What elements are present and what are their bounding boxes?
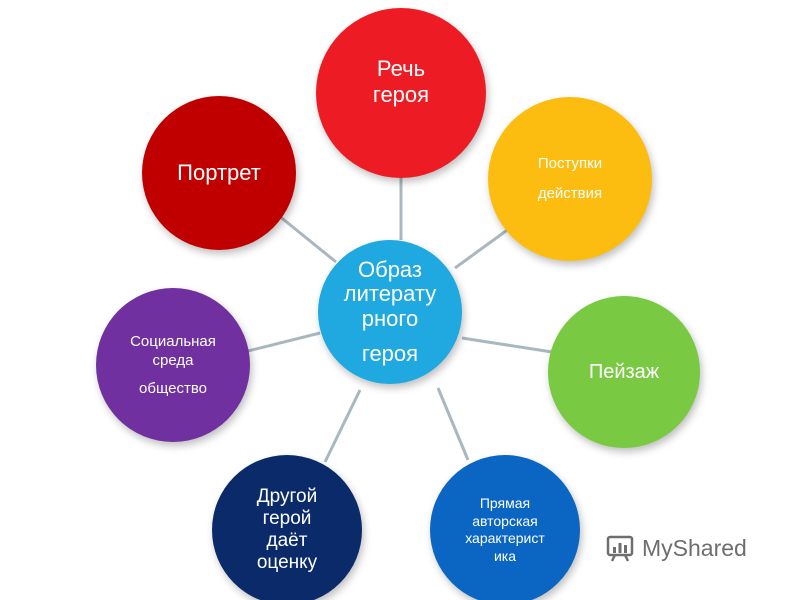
node-portrait-line: Портрет — [177, 159, 261, 185]
node-actions-line: действия — [537, 185, 603, 202]
node-social-environment: Социальная среда общество — [96, 288, 250, 442]
connector-other — [323, 389, 362, 463]
connector-social — [243, 331, 321, 354]
node-actions: Поступки действия — [488, 97, 652, 261]
node-center: Образ литерату рного героя — [318, 240, 462, 384]
myshared-logo-icon — [606, 534, 636, 562]
node-social-line: общество — [139, 379, 207, 397]
watermark: MyShared — [606, 534, 747, 562]
node-speech-line: героя — [372, 82, 430, 108]
node-direct-characterization: Прямая авторская характерист ика — [430, 455, 580, 600]
node-social-line: Социальная — [130, 332, 216, 350]
node-other-line: даёт — [266, 530, 308, 551]
node-actions-line: Поступки — [537, 155, 603, 172]
node-other-hero: Другой герой даёт оценку — [212, 455, 362, 600]
node-landscape-line: Пейзаж — [588, 361, 660, 383]
node-direct-line: ика — [493, 547, 517, 564]
node-direct-line: авторская — [472, 512, 538, 529]
node-center-line: рного — [361, 306, 419, 331]
node-social-line: среда — [152, 352, 194, 370]
node-center-line: литерату — [343, 281, 437, 307]
watermark-text: MyShared — [642, 534, 747, 561]
connector-actions — [454, 226, 511, 270]
node-center-line: героя — [361, 340, 419, 366]
node-direct-line: характерист — [465, 530, 545, 546]
node-speech-text: Речь героя — [373, 56, 429, 109]
node-other-line: Другой — [256, 486, 318, 508]
connector-portrait — [277, 213, 337, 264]
node-speech-line: Речь — [376, 56, 426, 81]
connector-direct — [436, 387, 470, 461]
node-other-line: герой — [262, 508, 312, 530]
node-other-line: оценку — [256, 551, 318, 573]
node-direct-line: Прямая — [479, 495, 531, 511]
node-portrait: Портрет — [142, 96, 296, 250]
node-landscape: Пейзаж — [548, 296, 700, 448]
node-speech: Речь героя — [316, 8, 486, 178]
connector-landscape — [461, 336, 553, 354]
node-center-line: Образ — [357, 256, 423, 282]
